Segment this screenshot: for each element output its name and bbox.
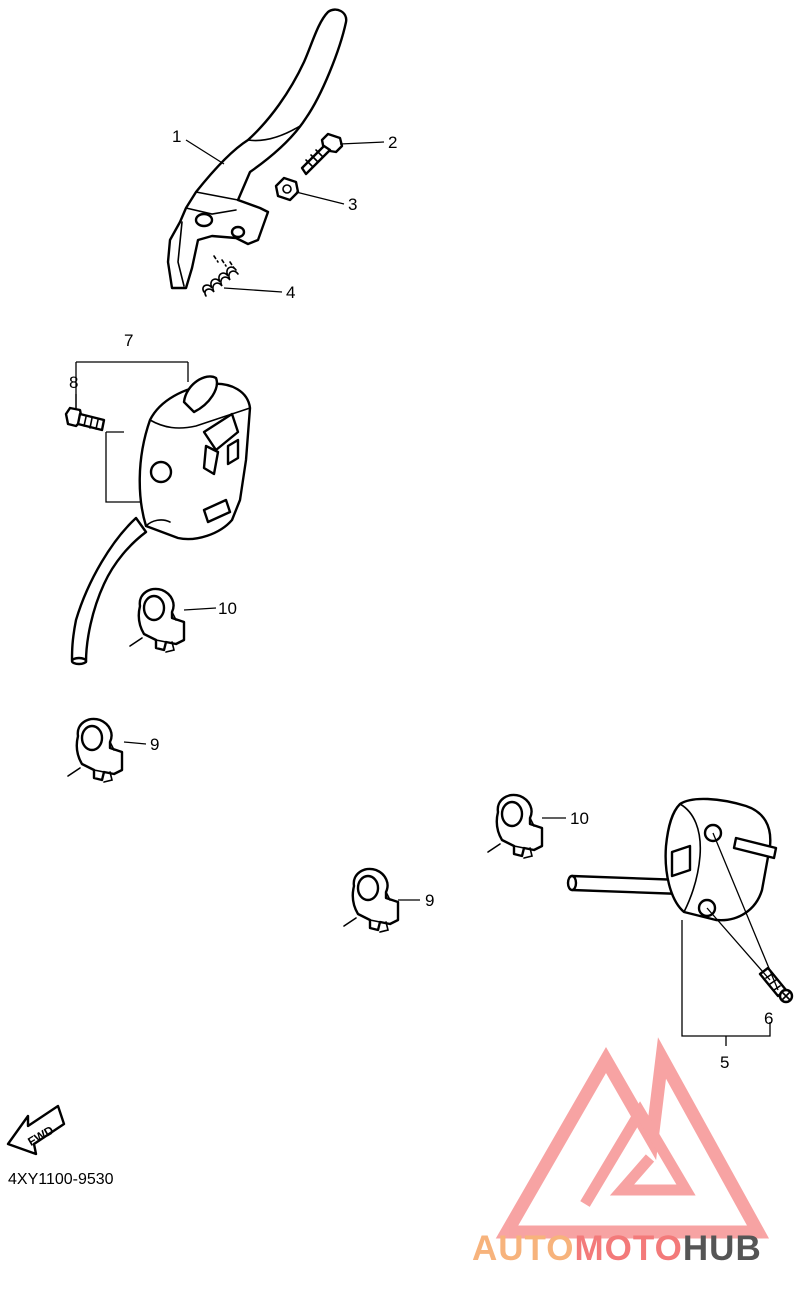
callout-3: 3 <box>348 195 357 214</box>
callout-10-right: 10 <box>570 809 589 828</box>
callout-1: 1 <box>172 127 181 146</box>
cable-holder-upper-right <box>486 793 544 860</box>
clutch-lever <box>166 8 348 290</box>
callout-5: 5 <box>720 1053 729 1072</box>
callout-8: 8 <box>69 373 78 392</box>
callout-10-upper-left: 10 <box>218 599 237 618</box>
cable-holder-lower-right <box>342 867 400 934</box>
watermark-brand: AUTOMOTOHUB <box>472 1229 762 1268</box>
brand-auto: AUTO <box>472 1229 575 1268</box>
lever-bolt <box>300 132 344 176</box>
leader-lines <box>75 139 779 1046</box>
lever-spring <box>202 255 239 297</box>
lever-nut <box>274 176 300 202</box>
left-handlebar-switch <box>70 375 252 666</box>
callout-4: 4 <box>286 283 295 302</box>
cable-holder-lower-left <box>66 717 124 784</box>
callout-6: 6 <box>764 1009 773 1028</box>
callout-2: 2 <box>388 133 397 152</box>
callout-7: 7 <box>124 331 133 350</box>
forward-direction-arrow: FWD <box>6 1104 66 1156</box>
cable-holder-upper-left <box>128 587 186 654</box>
diagram-part-code: 4XY1100-9530 <box>8 1171 114 1188</box>
callout-labels: 1 2 3 4 7 8 10 9 10 9 6 5 <box>69 127 773 1072</box>
switch-screw <box>64 406 106 432</box>
callout-9-lower-left: 9 <box>150 735 159 754</box>
brand-moto: MOTO <box>575 1229 683 1268</box>
automotohub-logo <box>495 1037 770 1239</box>
brand-hub: HUB <box>683 1229 762 1268</box>
callout-9-right: 9 <box>425 891 434 910</box>
right-handlebar-switch <box>566 797 778 922</box>
switch-screw-right <box>758 966 794 1004</box>
